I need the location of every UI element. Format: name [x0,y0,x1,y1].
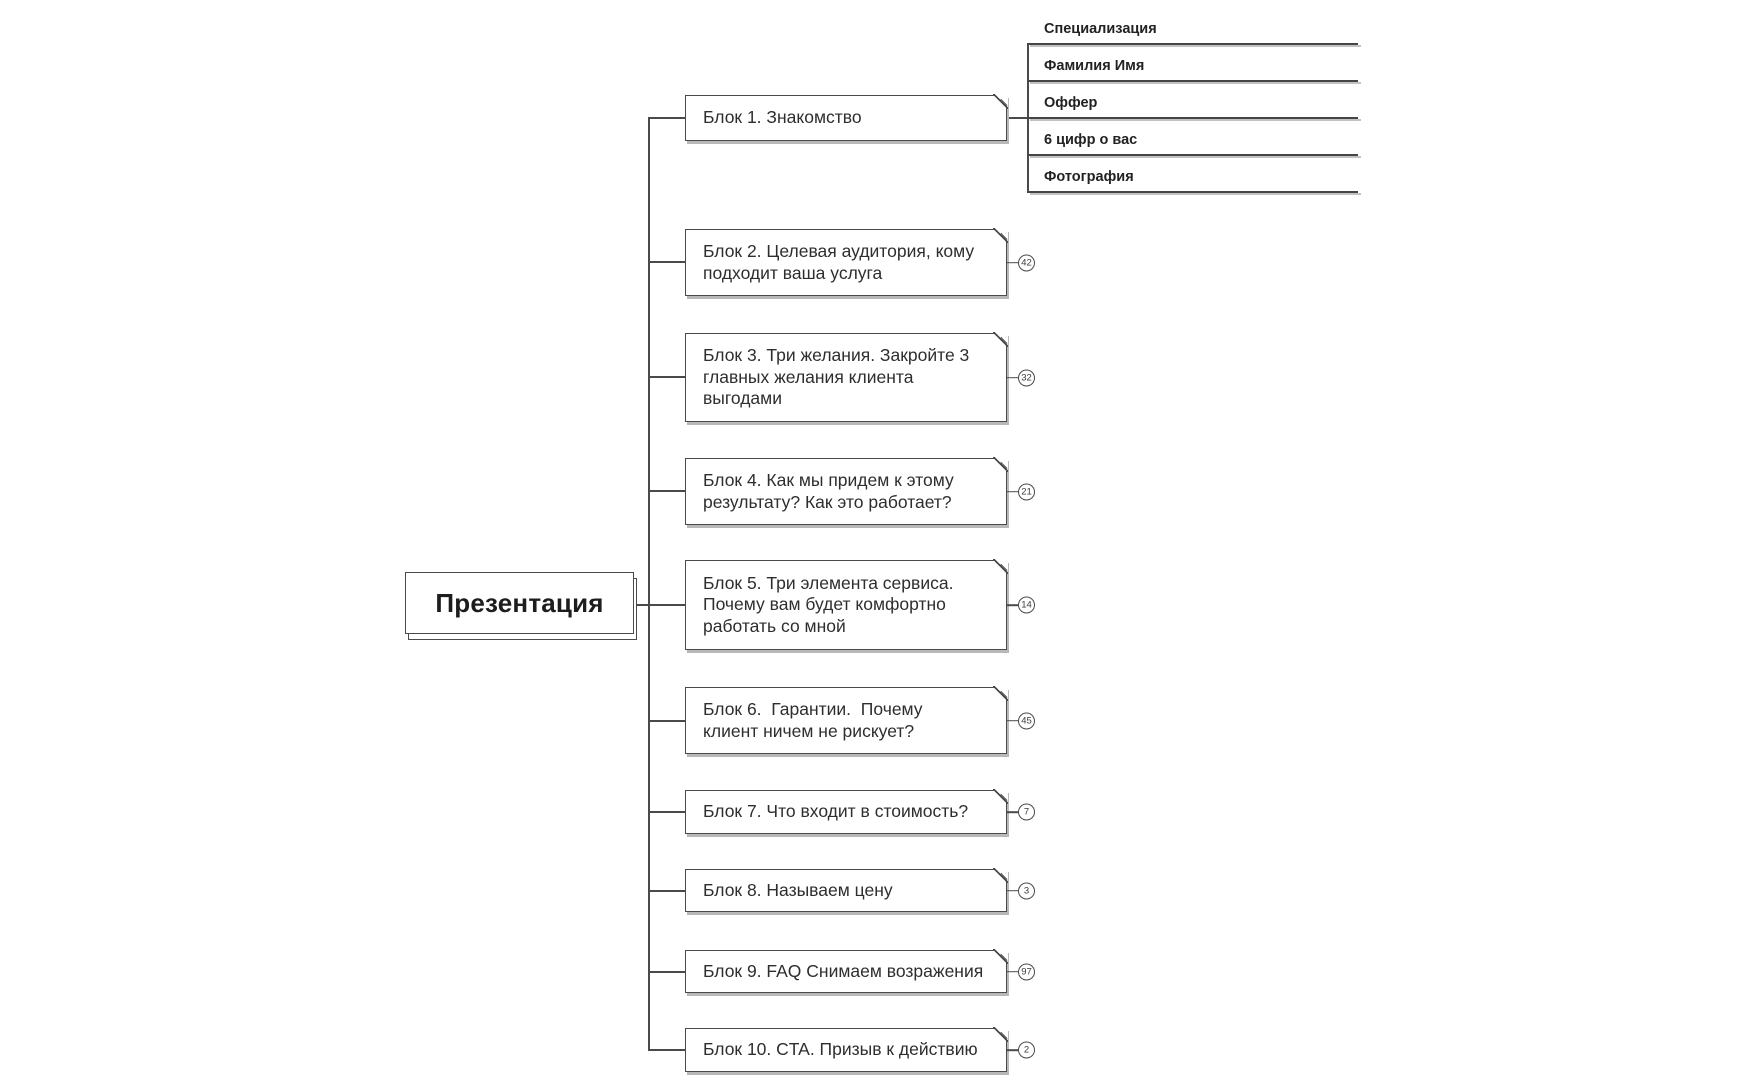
subtopic-label: Специализация [1044,21,1157,37]
folded-corner-icon [992,868,1008,884]
folded-corner-icon [992,559,1008,575]
badge-connector [1006,604,1019,606]
topic-label: Блок 4. Как мы придем к этому результату… [703,470,959,512]
badge-connector [1006,261,1019,264]
badge-connector [1006,1049,1019,1051]
count-badge[interactable]: 45 [1018,712,1035,729]
connector-block1-children [1007,117,1027,119]
count-badge[interactable]: 7 [1018,803,1035,821]
topic-block-3[interactable]: Блок 3. Три желания. Закройте 3 главных … [685,332,1035,422]
subtopic-underline [1027,154,1358,156]
connector-branch-10 [648,1049,685,1051]
topic-block-1[interactable]: Блок 1. Знакомство [685,94,1008,141]
subtopic-label: 6 цифр о вас [1044,132,1138,148]
count-badge[interactable]: 42 [1018,254,1035,271]
topic-label: Блок 5. Три элемента сервиса. Почему вам… [703,572,959,636]
subtopic-underline [1027,43,1358,45]
badge-connector [1006,490,1019,493]
folded-corner-icon [992,686,1008,702]
topic-block-8[interactable]: Блок 8. Называем цену 3 [685,868,1035,912]
topic-label: Блок 3. Три желания. Закройте 3 главных … [703,345,975,409]
subtopic-label: Фамилия Имя [1044,58,1145,74]
connector-branch-2 [648,261,685,263]
connector-branch-6 [648,720,685,722]
connector-branch-7 [648,811,685,813]
badge-connector [1006,811,1019,813]
topic-label: Блок 1. Знакомство [703,107,862,128]
connector-branch-5 [632,604,685,606]
folded-corner-icon [992,332,1008,348]
count-badge[interactable]: 97 [1018,963,1035,980]
folded-corner-icon [992,457,1008,473]
count-badge[interactable]: 14 [1018,596,1035,614]
subtopic-label: Оффер [1044,95,1098,111]
folded-corner-icon [992,949,1008,965]
central-topic[interactable]: Презентация [405,572,634,634]
subtopic-photo[interactable]: Фотография [1027,162,1358,193]
folded-corner-icon [992,94,1008,110]
topic-block-2[interactable]: Блок 2. Целевая аудитория, кому подходит… [685,228,1035,296]
count-badge[interactable]: 3 [1018,882,1035,899]
count-badge[interactable]: 21 [1018,483,1035,500]
count-badge[interactable]: 32 [1018,369,1035,386]
topic-block-7[interactable]: Блок 7. Что входит в стоимость? 7 [685,789,1035,834]
topic-label: Блок 6. Гарантии. Почему клиент ничем не… [703,699,928,741]
topic-block-10[interactable]: Блок 10. CTA. Призыв к действию 2 [685,1027,1035,1072]
topic-label: Блок 7. Что входит в стоимость? [703,801,969,822]
topic-label: Блок 10. CTA. Призыв к действию [703,1039,978,1060]
badge-connector [1006,719,1019,722]
count-badge[interactable]: 2 [1018,1041,1035,1059]
subtopic-surname-name[interactable]: Фамилия Имя [1027,51,1358,82]
folded-corner-icon [992,1027,1008,1043]
subtopic-underline [1027,117,1358,119]
topic-label: Блок 9. FAQ Снимаем возражения [703,960,984,981]
topic-label: Блок 2. Целевая аудитория, кому подходит… [703,241,980,283]
badge-connector [1006,376,1019,379]
connector-branch-3 [648,376,685,378]
subtopic-offer[interactable]: Оффер [1027,88,1358,119]
connector-trunk [648,117,650,1050]
subtopic-underline [1027,80,1358,82]
subtopic-specialization[interactable]: Специализация [1027,14,1358,45]
topic-label: Блок 8. Называем цену [703,879,893,900]
topic-block-4[interactable]: Блок 4. Как мы придем к этому результату… [685,457,1035,525]
folded-corner-icon [992,789,1008,805]
connector-branch-8 [648,890,685,892]
topic-block-9[interactable]: Блок 9. FAQ Снимаем возражения 97 [685,949,1035,993]
topic-block-5[interactable]: Блок 5. Три элемента сервиса. Почему вам… [685,559,1035,650]
connector-branch-4 [648,490,685,492]
badge-connector [1006,889,1019,892]
badge-connector [1006,970,1019,973]
subtopic-underline [1027,191,1358,193]
folded-corner-icon [992,228,1008,244]
subtopic-6-digits-about-you[interactable]: 6 цифр о вас [1027,125,1358,156]
central-topic-label: Презентация [435,587,604,618]
connector-branch-1 [648,117,685,119]
subtopic-label: Фотография [1044,169,1134,185]
topic-block-6[interactable]: Блок 6. Гарантии. Почему клиент ничем не… [685,686,1035,754]
connector-branch-9 [648,971,685,973]
